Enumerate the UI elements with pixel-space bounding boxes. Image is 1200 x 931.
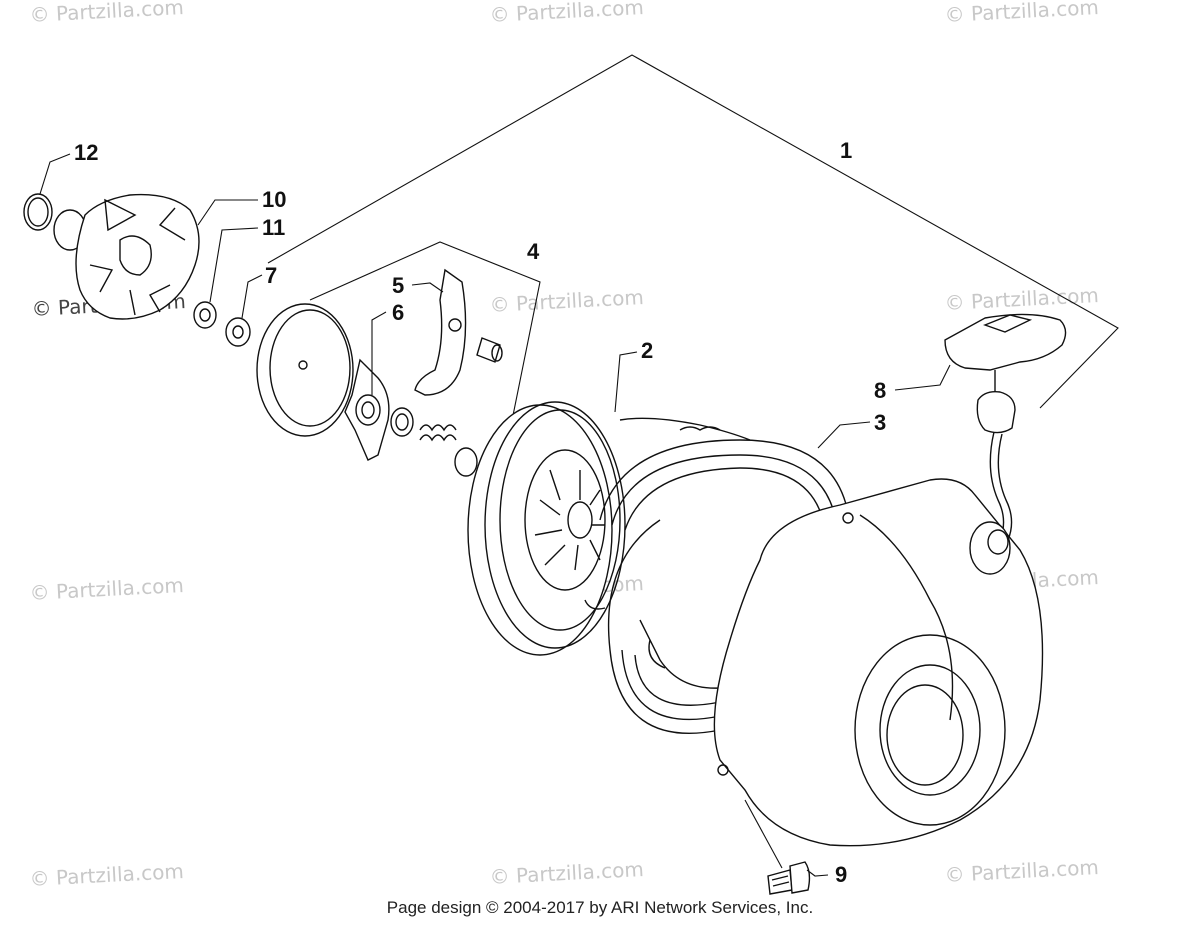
reel-part-2 [467,401,751,656]
leader-7 [241,274,263,319]
leader-10 [197,199,258,226]
bolt-part-9 [767,861,811,895]
watermark-top-right: © Partzilla.com [944,0,1099,27]
callout-10: 10 [262,187,286,212]
callout-4: 4 [527,239,540,264]
callout-7: 7 [265,263,277,288]
spacer [390,407,414,437]
callout-6: 6 [392,300,404,325]
spring [419,424,457,442]
callout-5: 5 [392,273,404,298]
leader-11 [209,227,259,303]
watermark-top-center: © Partzilla.com [489,0,644,27]
callout-8: 8 [874,378,886,403]
callouts: 1 2 3 4 5 6 7 8 9 10 11 12 [74,138,886,887]
leader-5 [411,282,444,293]
leader-8 [894,364,951,391]
starter-housing [713,478,1044,847]
callout-12: 12 [74,140,98,165]
leader-3 [817,421,871,449]
callout-9: 9 [835,862,847,887]
bushing-part-11 [193,301,217,329]
ratchet-pawl-part-5 [414,268,467,396]
assembly-bracket-1 [267,54,1119,409]
leader-12 [39,153,71,195]
footer-copyright: Page design © 2004-2017 by ARI Network S… [386,898,814,917]
callout-2: 2 [641,338,653,363]
watermark-low-left: © Partzilla.com [29,573,184,605]
watermark-mid-center: © Partzilla.com [489,285,644,317]
watermark-bottom-left: © Partzilla.com [29,859,184,891]
watermark-mid-right: © Partzilla.com [944,283,1099,315]
friction-plate [256,303,354,437]
assembly-bracket-4 [309,241,541,456]
starter-handle-part-8 [944,313,1067,541]
o-ring-part-12 [23,193,53,231]
callout-11: 11 [262,215,285,240]
watermark-top-left: © Partzilla.com [29,0,184,27]
watermark-bottom-center: © Partzilla.com [489,857,644,889]
callout-1: 1 [840,138,852,163]
watermark-bottom-right: © Partzilla.com [944,855,1099,887]
callout-3: 3 [874,410,886,435]
leader-2 [614,351,638,413]
pin [476,337,503,363]
leader-6 [371,311,387,395]
leader-9-bolt-axis [744,799,783,869]
leader-lines [39,153,951,877]
ratchet-hub-part-10 [53,193,200,320]
collar [454,447,478,477]
leader-9 [806,869,829,877]
ratchet-guide-part-6 [344,358,390,461]
washer-part-7 [225,317,251,347]
